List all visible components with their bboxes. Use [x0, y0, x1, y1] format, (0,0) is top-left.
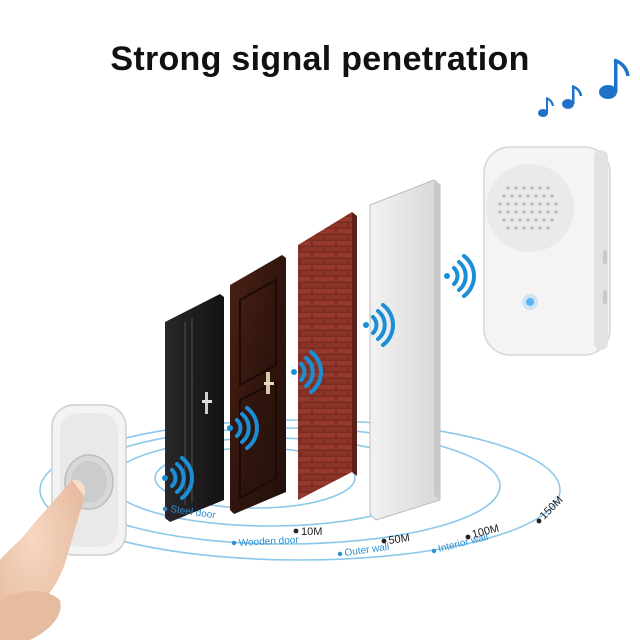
distance-label: 50M [388, 532, 411, 547]
signal-wave-icons [162, 254, 476, 500]
obstacle-labels: Steel door Wooden door Outer wall Interi… [162, 504, 489, 559]
signal-wave-icon [444, 254, 476, 298]
doorbell-receiver [483, 146, 611, 356]
steel-door-panel [165, 294, 224, 522]
signal-wave-icon [363, 303, 395, 347]
pressing-hand [0, 479, 86, 640]
music-notes-icon [538, 58, 630, 117]
obstacle-label: Wooden door [239, 535, 300, 549]
distance-label: 150M [538, 494, 566, 522]
signal-wave-icon [227, 406, 259, 450]
headline: Strong signal penetration [110, 40, 530, 78]
distance-label: 10M [301, 526, 322, 538]
wooden-door-panel [230, 255, 286, 514]
signal-wave-icon [291, 350, 323, 394]
interior-wall-panel [369, 179, 441, 521]
signal-wave-icon [162, 456, 194, 500]
brick-wall-panel [298, 212, 357, 500]
